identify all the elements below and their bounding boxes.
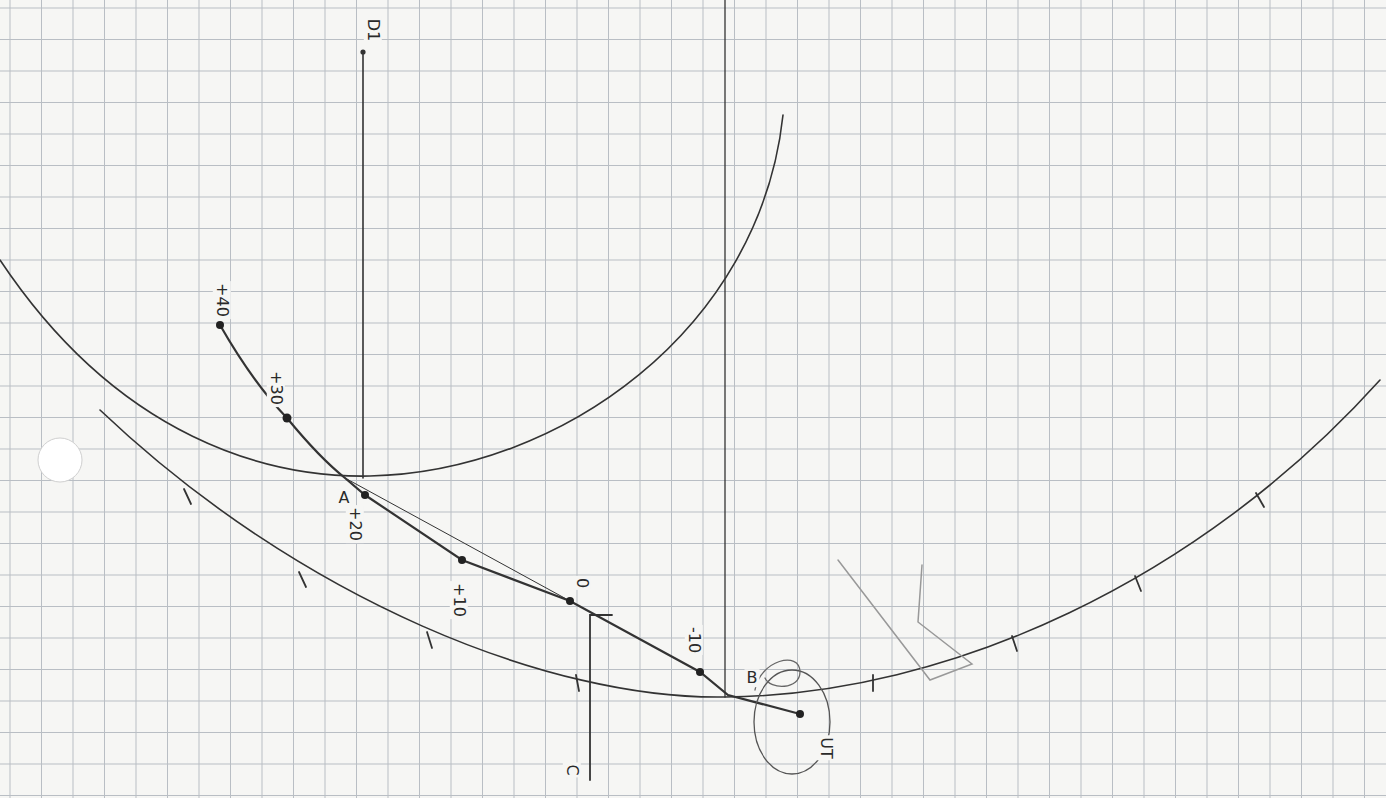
point-dot xyxy=(361,50,365,54)
point-label: 0 xyxy=(573,576,591,590)
curve-points xyxy=(216,321,804,718)
vertical-axis-line xyxy=(362,52,364,478)
curve xyxy=(220,325,800,714)
point-label: B xyxy=(745,669,760,687)
point-label: +40 xyxy=(213,281,231,319)
scribble xyxy=(755,660,800,690)
point-label: C xyxy=(563,762,581,777)
grey-scribble xyxy=(838,560,972,680)
point-label: -10 xyxy=(685,625,703,655)
arc-ticks xyxy=(184,489,1264,691)
lower-arc xyxy=(100,380,1380,697)
upper-arc xyxy=(0,115,783,476)
bracket-line xyxy=(590,615,612,780)
point-label: +20 xyxy=(346,505,364,543)
punch-hole xyxy=(38,438,82,482)
point-label: D1 xyxy=(364,17,382,44)
point-label: UT xyxy=(817,735,835,760)
vertical-line xyxy=(724,0,725,697)
point-label: +30 xyxy=(267,369,285,407)
point-label: +10 xyxy=(450,581,468,619)
